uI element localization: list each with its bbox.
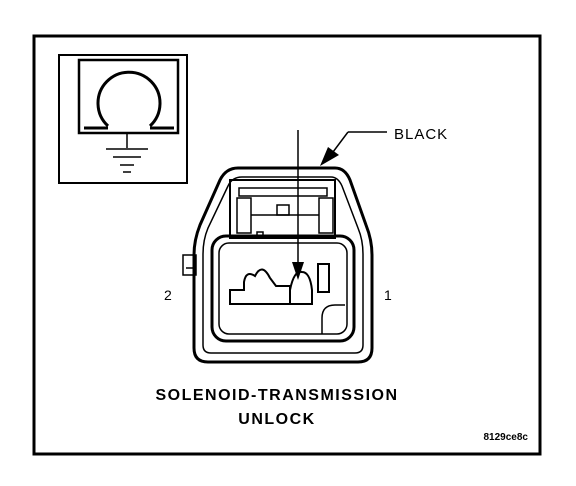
arrow-icon xyxy=(292,262,304,280)
ground-icon xyxy=(106,133,148,173)
arrow-icon xyxy=(320,147,339,166)
figure-code: 8129ce8c xyxy=(484,432,529,443)
wire-color-label: BLACK xyxy=(394,126,448,143)
terminal-cavities xyxy=(229,263,330,305)
solenoid-symbol-inset xyxy=(58,54,188,184)
diagram-frame xyxy=(32,34,542,456)
pin-pointer xyxy=(292,130,304,280)
connector-body xyxy=(182,166,374,364)
coil-icon xyxy=(96,70,162,128)
symbol-box xyxy=(77,58,180,135)
diagram-title-line-2: UNLOCK xyxy=(238,411,315,428)
pin-label-2: 2 xyxy=(164,287,172,303)
wire-color-leader xyxy=(320,131,387,166)
pin-label-1: 1 xyxy=(384,287,392,303)
cavity-slot xyxy=(317,263,330,293)
cavity-pin-2 xyxy=(229,268,291,305)
cavity-pin-1 xyxy=(289,270,313,305)
diagram-title-line-1: SOLENOID-TRANSMISSION xyxy=(155,387,398,404)
